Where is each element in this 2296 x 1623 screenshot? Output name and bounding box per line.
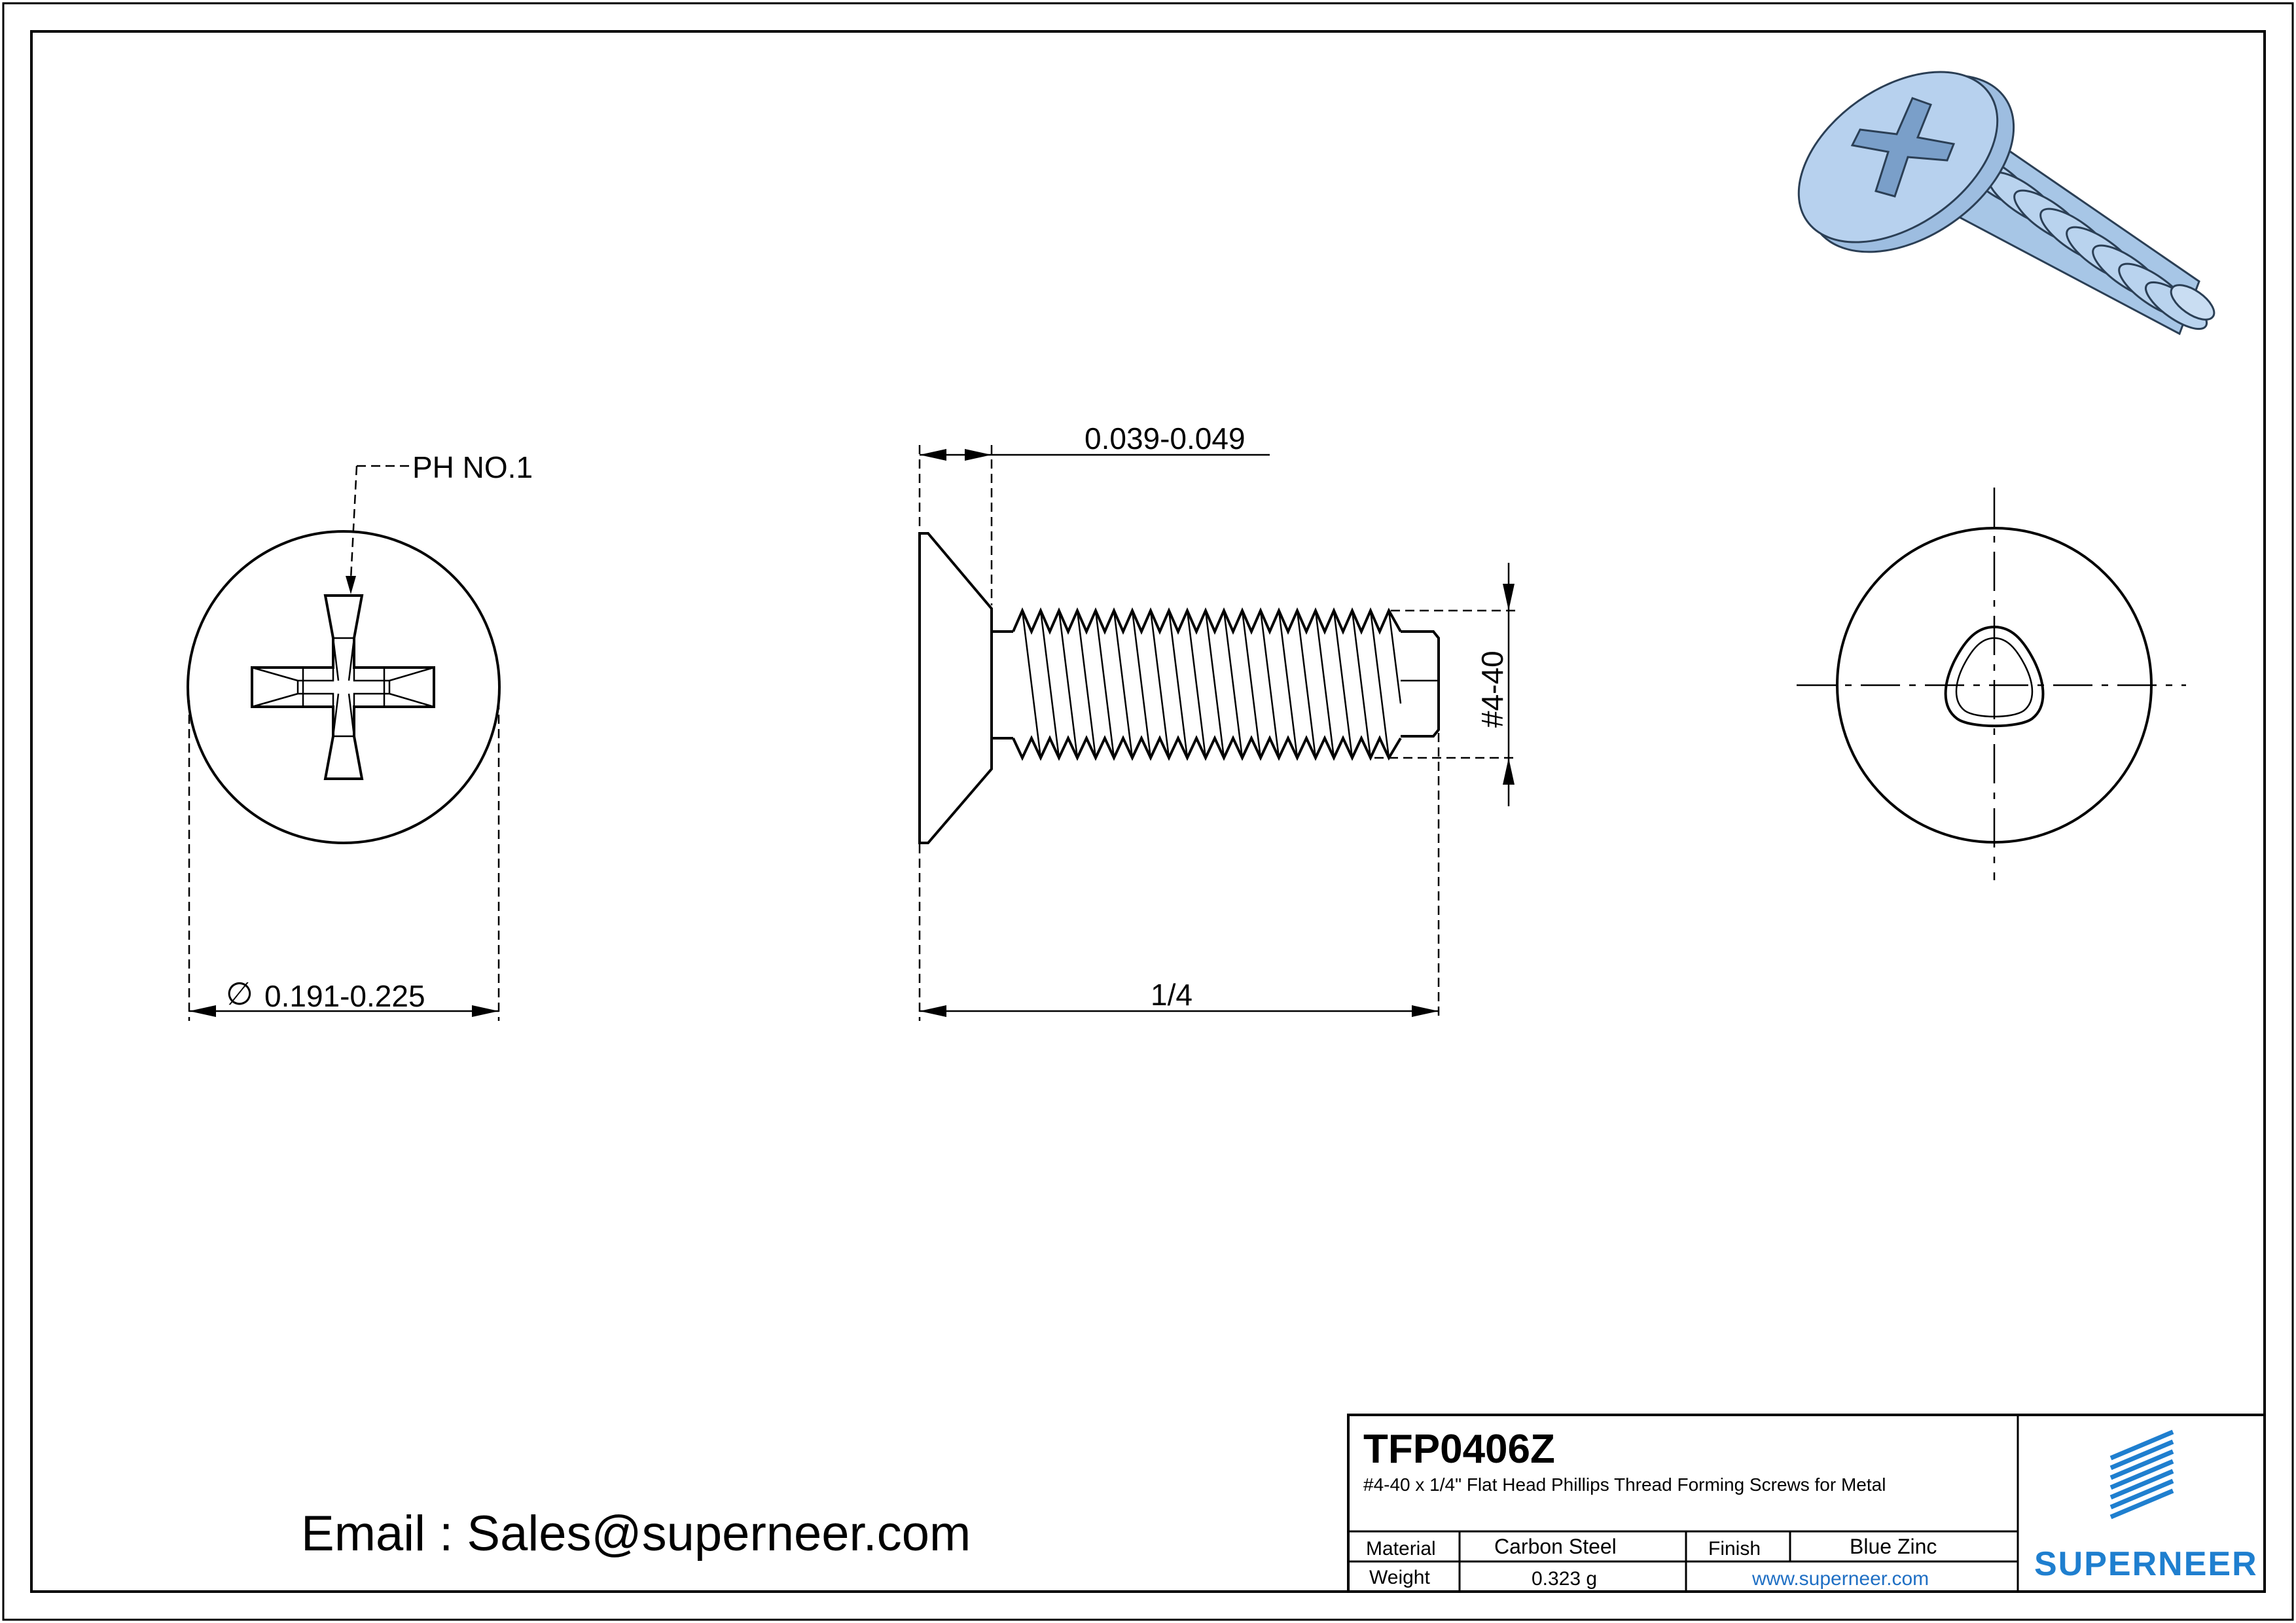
side-view: 0.039-0.049 #4-40 1/4: [918, 421, 1518, 1021]
length-arrow-right: [1412, 1005, 1439, 1017]
phillips-inner-cross: [251, 637, 435, 738]
thread-helix: [1021, 610, 1402, 758]
superneer-stripes-logo: [2109, 1429, 2174, 1520]
thread-arrow-bottom: [1503, 758, 1515, 785]
trilobular-profile-outer: [1944, 625, 2045, 728]
diameter-arrow-left: [189, 1005, 216, 1017]
iso-phillips-cross: [1850, 97, 1956, 198]
finish-value: Blue Zinc: [1850, 1535, 1937, 1558]
thread-size-label: #4-40: [1475, 651, 1509, 728]
finish-label: Finish: [1708, 1538, 1761, 1560]
part-description: #4-40 x 1/4" Flat Head Phillips Thread F…: [1363, 1474, 1886, 1495]
head-height-label: 0.039-0.049: [1085, 421, 1246, 455]
length-label: 1/4: [1151, 978, 1193, 1012]
head-height-arrow-left: [920, 449, 946, 461]
screw-3d-illustration: [1797, 71, 2215, 336]
website-link[interactable]: www.superneer.com: [1751, 1568, 1929, 1590]
diameter-arrow-right: [472, 1005, 499, 1017]
inner-border: [30, 30, 2266, 1593]
thread-bottom: [1012, 735, 1402, 761]
title-block-frame: [1347, 1414, 2266, 1593]
countersunk-head: [918, 532, 993, 844]
brand-name: SUPERNEER: [2034, 1545, 2258, 1583]
contact-email: Email : Sales@superneer.com: [301, 1506, 971, 1561]
part-number: TFP0406Z: [1363, 1427, 1555, 1472]
head-circle: [187, 530, 501, 844]
material-value: Carbon Steel: [1494, 1535, 1617, 1558]
title-block: TFP0406Z #4-40 x 1/4" Flat Head Phillips…: [1347, 1414, 2266, 1593]
phillips-leader: [350, 465, 411, 580]
phillips-leader-arrow: [346, 576, 356, 594]
head-diameter-label: 0.191-0.225: [264, 979, 425, 1013]
end-view: [1797, 488, 2186, 880]
head-height-arrow-right: [965, 449, 992, 461]
diameter-symbol: ∅: [226, 977, 253, 1012]
length-arrow-left: [920, 1005, 946, 1017]
phillips-size-label: PH NO.1: [412, 450, 533, 484]
front-view: PH NO.1 ∅ 0.191-0.225: [187, 450, 533, 1021]
screw-tip: [1401, 630, 1440, 738]
weight-value: 0.323 g: [1532, 1568, 1597, 1590]
material-label: Material: [1366, 1538, 1436, 1560]
trilobular-profile-inner: [1955, 637, 2034, 718]
phillips-recess: [251, 594, 435, 780]
thread-arrow-top: [1503, 584, 1515, 611]
iso-tip: [2170, 284, 2215, 321]
weight-label: Weight: [1369, 1567, 1430, 1588]
